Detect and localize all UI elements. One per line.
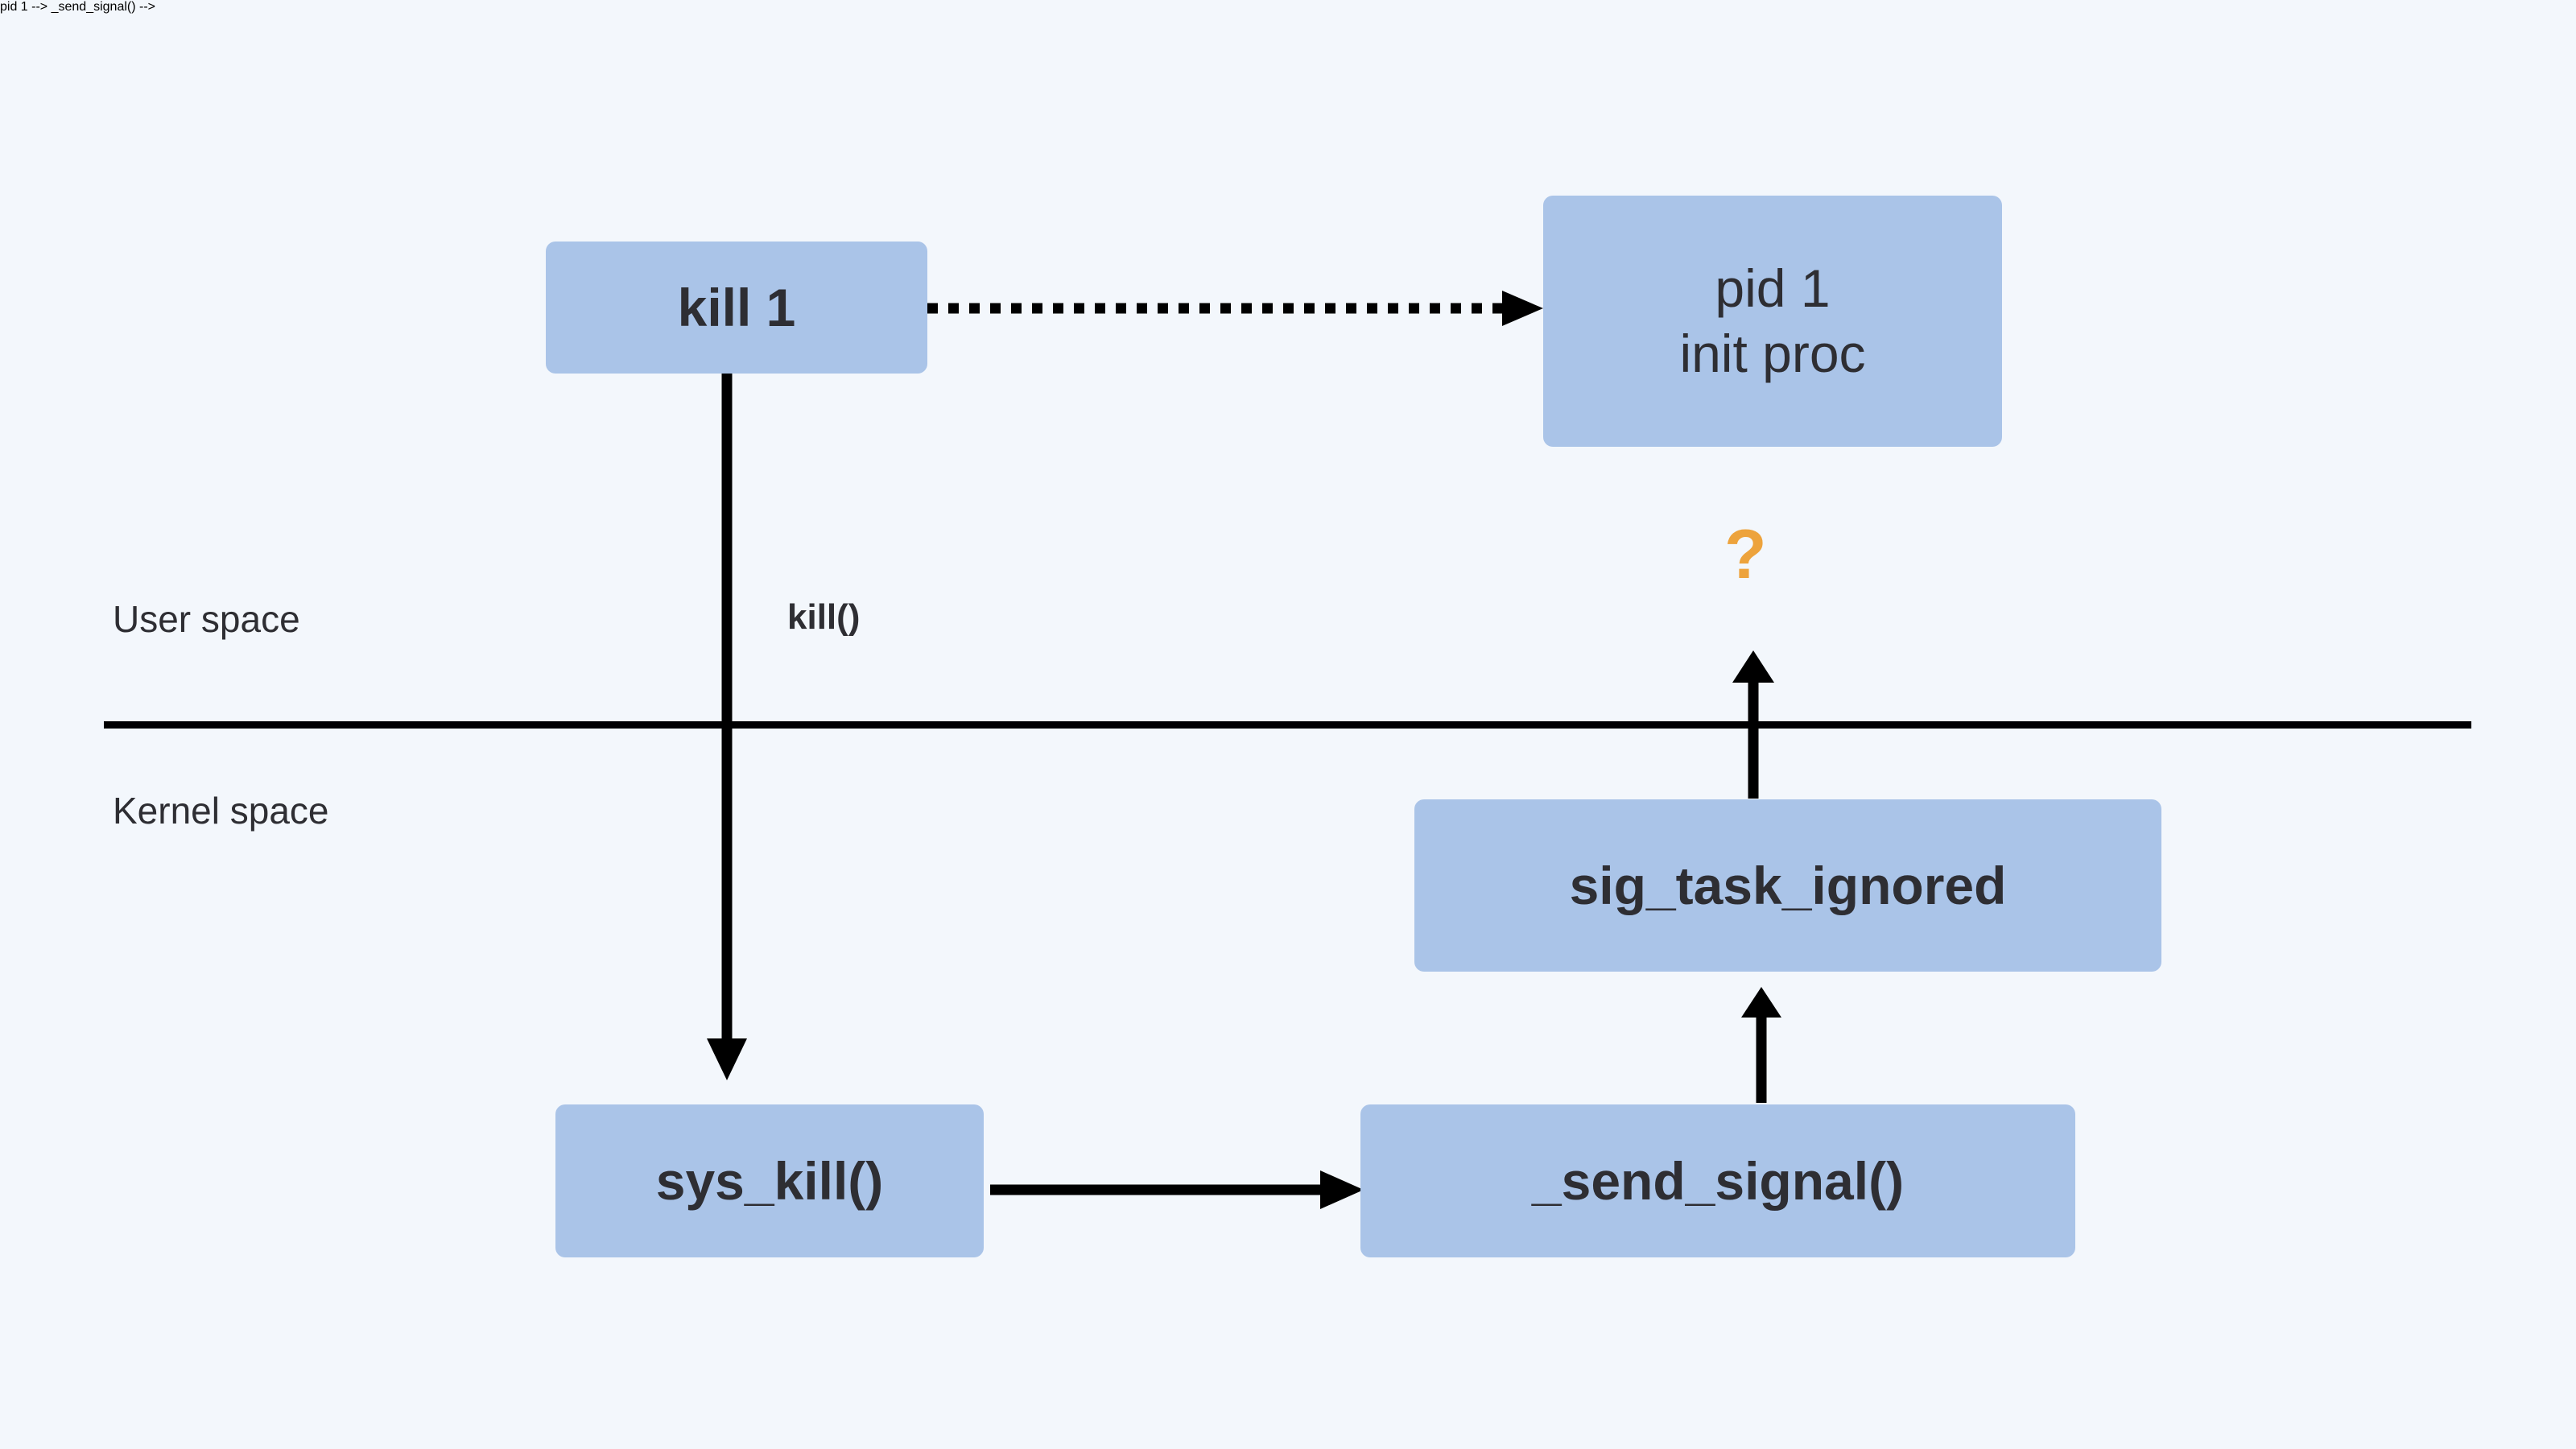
edge-sendsignal-to-sigtask xyxy=(1736,984,1786,1108)
node-kill-1-label: kill 1 xyxy=(677,277,796,337)
user-space-label: User space xyxy=(113,598,300,640)
node-kill-1[interactable]: kill 1 xyxy=(546,242,927,374)
question-mark-annotation: ? xyxy=(1724,516,1767,593)
edge-kill1-to-syskill xyxy=(702,374,752,1082)
node-sys-kill-label: sys_kill() xyxy=(655,1150,884,1211)
node-send-signal-label: _send_signal() xyxy=(1531,1150,1905,1211)
node-sig-task-ignored[interactable]: sig_task_ignored xyxy=(1414,799,2161,972)
kernel-space-label: Kernel space xyxy=(113,790,329,832)
node-sys-kill[interactable]: sys_kill() xyxy=(555,1104,984,1257)
edge-kill1-to-pid1 xyxy=(927,286,1547,331)
node-pid-1-label-line2: init proc xyxy=(1679,324,1866,383)
node-pid-1-label-line1: pid 1 xyxy=(1715,258,1831,319)
node-send-signal[interactable]: _send_signal() xyxy=(1360,1104,2075,1257)
node-pid-1-init-proc[interactable]: pid 1 init proc xyxy=(1543,196,2002,447)
edge-syskill-to-sendsignal xyxy=(984,1167,1368,1212)
edge-sigtask-to-question xyxy=(1728,649,1778,802)
user-kernel-space-divider xyxy=(104,721,2471,729)
kill-syscall-edge-label: kill() xyxy=(787,597,861,637)
node-sig-task-ignored-label: sig_task_ignored xyxy=(1569,855,2007,915)
